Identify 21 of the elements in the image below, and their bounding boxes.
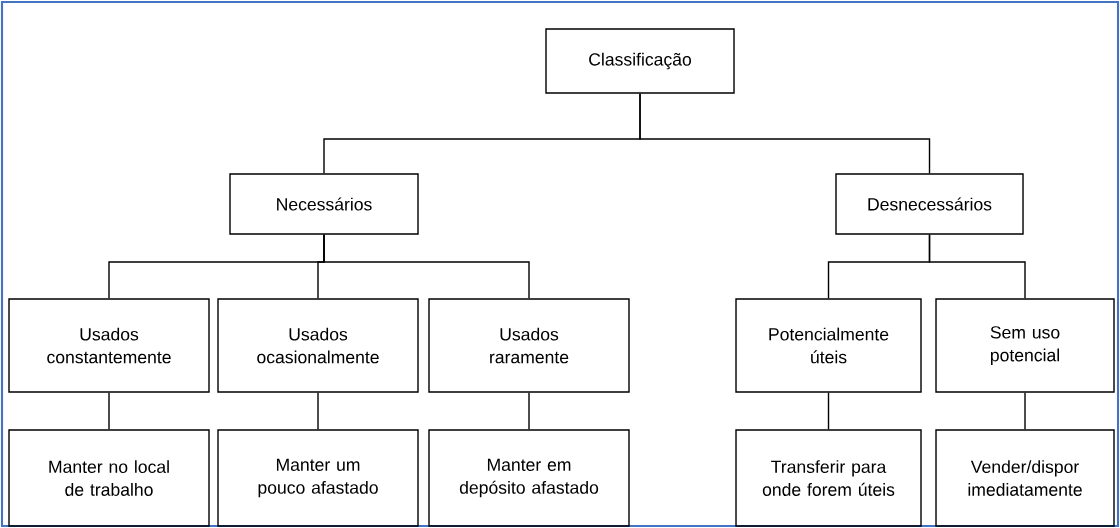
connector-line <box>1024 392 1026 430</box>
connector-line <box>928 234 1026 299</box>
connector-line <box>528 392 530 430</box>
category-box: Necessários <box>229 173 419 235</box>
category-box: Manter no local de trabalho <box>8 429 210 527</box>
category-box: Potencialmente úteis <box>735 298 922 393</box>
category-box: Usados raramente <box>428 298 630 393</box>
category-box: Sem uso potencial <box>935 298 1115 393</box>
category-box: Classificação <box>545 28 735 94</box>
category-box: Usados constantemente <box>8 298 210 393</box>
category-box: Usados ocasionalmente <box>217 298 419 393</box>
connector-line <box>317 392 319 430</box>
category-box: Manter um pouco afastado <box>217 429 419 527</box>
category-box: Vender/dispor imediatamente <box>935 429 1115 527</box>
category-box: Manter em depósito afastado <box>428 429 630 527</box>
connector-line <box>323 234 530 299</box>
connector-line <box>827 392 830 430</box>
connector-line <box>108 392 110 430</box>
category-box: Desnecessários <box>835 173 1024 235</box>
connector-line <box>639 93 931 174</box>
category-box: Transferir para onde forem úteis <box>735 429 922 527</box>
